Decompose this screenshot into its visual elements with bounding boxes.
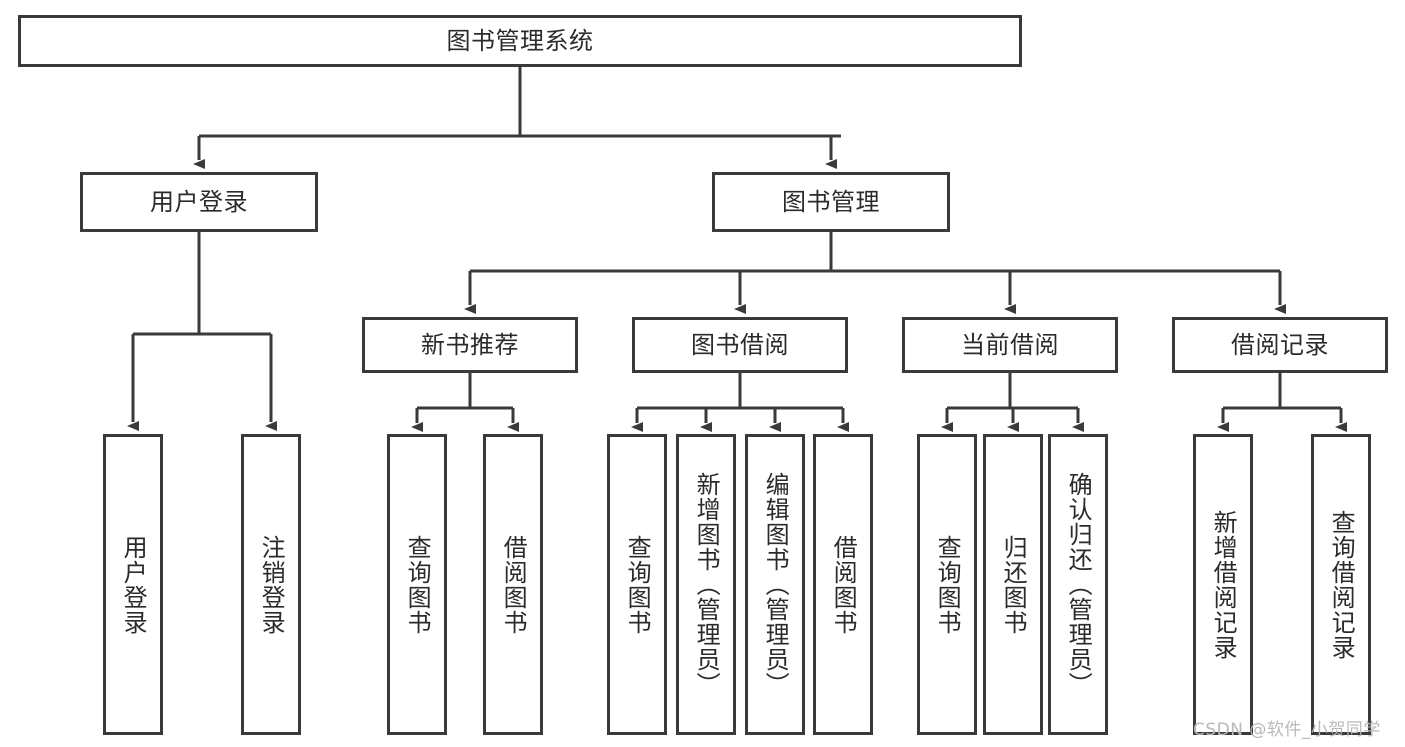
node-current-borrow[interactable]: 当前借阅: [902, 317, 1118, 373]
node-label: 用户登录: [150, 187, 248, 216]
leaf-recommend-borrow-book[interactable]: 借阅图书: [483, 434, 543, 735]
node-label: 查询图书: [403, 534, 432, 635]
node-label: 当前借阅: [961, 330, 1059, 359]
node-user-login[interactable]: 用户登录: [80, 172, 318, 232]
node-label: 借阅图书: [829, 534, 858, 635]
leaf-record-add-record[interactable]: 新增借阅记录: [1193, 434, 1253, 735]
leaf-borrow-add-book-admin[interactable]: 新增图书（管理员）: [676, 434, 736, 735]
node-label: 查询图书: [933, 534, 962, 635]
node-label: 用户登录: [119, 534, 148, 635]
node-label: 归还图书: [999, 534, 1028, 635]
node-book-borrow[interactable]: 图书借阅: [632, 317, 848, 373]
node-label: 注销登录: [257, 534, 286, 635]
node-borrow-record[interactable]: 借阅记录: [1172, 317, 1388, 373]
node-label: 新书推荐: [421, 330, 519, 359]
node-label: 借阅图书: [499, 534, 528, 635]
leaf-borrow-query-book[interactable]: 查询图书: [607, 434, 667, 735]
leaf-user-login-logout[interactable]: 注销登录: [241, 434, 301, 735]
csdn-watermark: CSDN @软件_小贺同学: [1193, 720, 1381, 740]
leaf-current-query-book[interactable]: 查询图书: [917, 434, 977, 735]
leaf-record-query-record[interactable]: 查询借阅记录: [1311, 434, 1371, 735]
node-label: 新增借阅记录: [1209, 509, 1238, 660]
node-label: 查询借阅记录: [1327, 509, 1356, 660]
node-root-book-management-system[interactable]: 图书管理系统: [18, 15, 1022, 67]
node-label: 确认归还（管理员）: [1064, 472, 1093, 697]
node-label: 编辑图书（管理员）: [761, 472, 790, 697]
node-label: 图书借阅: [691, 330, 789, 359]
node-new-book-recommend[interactable]: 新书推荐: [362, 317, 578, 373]
leaf-borrow-borrow-book[interactable]: 借阅图书: [813, 434, 873, 735]
leaf-recommend-query-book[interactable]: 查询图书: [387, 434, 447, 735]
leaf-current-return-book[interactable]: 归还图书: [983, 434, 1043, 735]
node-label: 图书管理系统: [446, 26, 594, 55]
node-label: 新增图书（管理员）: [692, 472, 721, 697]
leaf-user-login-login[interactable]: 用户登录: [103, 434, 163, 735]
node-label: 图书管理: [782, 187, 880, 216]
node-book-management[interactable]: 图书管理: [712, 172, 950, 232]
node-label: 借阅记录: [1231, 330, 1329, 359]
leaf-current-confirm-return-admin[interactable]: 确认归还（管理员）: [1048, 434, 1108, 735]
node-label: 查询图书: [623, 534, 652, 635]
leaf-borrow-edit-book-admin[interactable]: 编辑图书（管理员）: [745, 434, 805, 735]
